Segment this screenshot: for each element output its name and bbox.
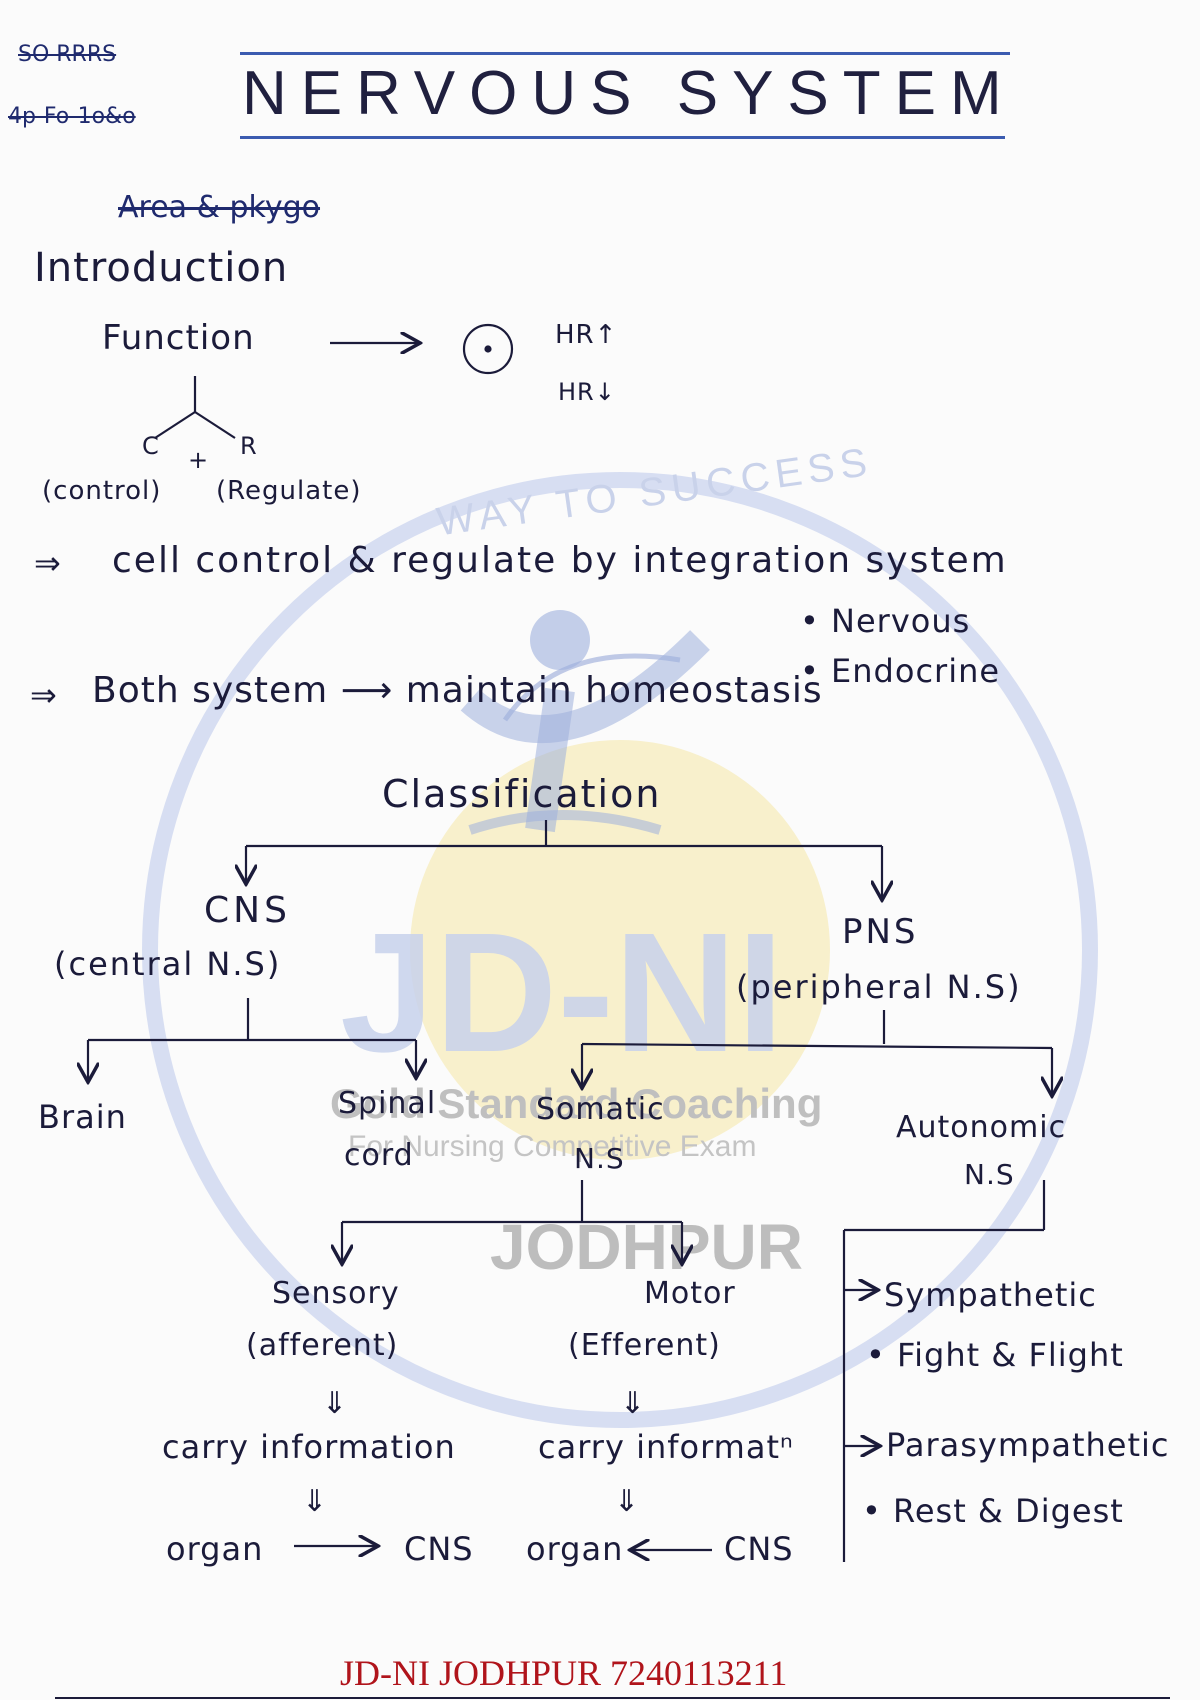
function-circle xyxy=(462,323,514,375)
motor-carry: carry informatⁿ xyxy=(538,1428,794,1466)
function-circle-dot xyxy=(484,345,492,353)
hr-up: HR↑ xyxy=(555,320,618,350)
bullet-nervous-label: Nervous xyxy=(831,602,971,640)
point1-text: cell control & regulate by integration s… xyxy=(112,540,1008,581)
subtitle-scribble: Area & pkygo xyxy=(118,190,321,225)
sympathetic-note: • Fight & Flight xyxy=(866,1336,1124,1374)
pns-bar xyxy=(581,1042,1053,1050)
autonomic-label: Autonomic xyxy=(896,1110,1067,1145)
autonomic-ns: N.S xyxy=(964,1158,1015,1191)
cns-full: (central N.S) xyxy=(54,945,282,983)
parasympathetic-note: • Rest & Digest xyxy=(862,1492,1124,1530)
motor-cns: CNS xyxy=(724,1530,794,1568)
sympathetic-label: Sympathetic xyxy=(884,1276,1097,1314)
footer: JD-NI JODHPUR 7240113211 xyxy=(340,1653,788,1693)
motor-efferent: (Efferent) xyxy=(568,1328,721,1363)
function-control: (control) xyxy=(42,476,162,506)
motor-label: Motor xyxy=(644,1276,736,1311)
brain-label: Brain xyxy=(38,1098,127,1136)
function-r: R xyxy=(240,432,258,460)
sensory-label: Sensory xyxy=(272,1276,400,1311)
page-title: NERVOUS SYSTEM xyxy=(242,59,1016,128)
title-rule-bottom xyxy=(240,136,1005,139)
point1-arrow: ⇒ xyxy=(34,544,62,582)
sensory-afferent: (afferent) xyxy=(246,1328,399,1363)
point2-text: Both system ⟶ maintain homeostasis xyxy=(92,670,823,711)
cord-label: cord xyxy=(344,1138,414,1173)
bullet-endocrine: • Endocrine xyxy=(800,652,1001,690)
pns-label: PNS xyxy=(842,912,919,952)
parasympathetic-label: Parasympathetic xyxy=(886,1426,1170,1464)
cns-label: CNS xyxy=(204,890,291,931)
somatic-ns: N.S xyxy=(574,1142,625,1175)
bullet-nervous: • Nervous xyxy=(800,602,971,640)
sensory-down-arrow-2: ⇓ xyxy=(302,1484,329,1519)
motor-down-arrow-2: ⇓ xyxy=(614,1484,641,1519)
title-rule-top xyxy=(240,52,1010,55)
function-plus: + xyxy=(188,446,210,474)
section-introduction: Introduction xyxy=(34,245,289,291)
spinal-label: Spinal xyxy=(338,1086,437,1121)
function-regulate: (Regulate) xyxy=(216,476,362,506)
sensory-cns: CNS xyxy=(404,1530,474,1568)
motor-down-arrow-1: ⇓ xyxy=(620,1386,647,1421)
somatic-label: Somatic xyxy=(536,1092,665,1127)
sensory-organ: organ xyxy=(166,1530,264,1568)
sensory-carry: carry information xyxy=(162,1428,456,1466)
classification-heading: Classification xyxy=(382,772,662,816)
point2-arrow: ⇒ xyxy=(30,676,58,714)
function-branch-right xyxy=(194,411,236,439)
sensory-down-arrow-1: ⇓ xyxy=(322,1386,349,1421)
corner-note-1: SO RRRS xyxy=(18,42,117,67)
bullet-endocrine-label: Endocrine xyxy=(831,652,1001,690)
corner-note-2: 4p-Fo-1o&o xyxy=(8,104,136,129)
pns-full: (peripheral N.S) xyxy=(736,968,1022,1006)
function-branch-left xyxy=(154,411,196,439)
motor-organ: organ xyxy=(526,1530,624,1568)
function-c: C xyxy=(142,432,160,460)
hr-down: HR↓ xyxy=(558,378,616,406)
function-label: Function xyxy=(102,318,255,358)
